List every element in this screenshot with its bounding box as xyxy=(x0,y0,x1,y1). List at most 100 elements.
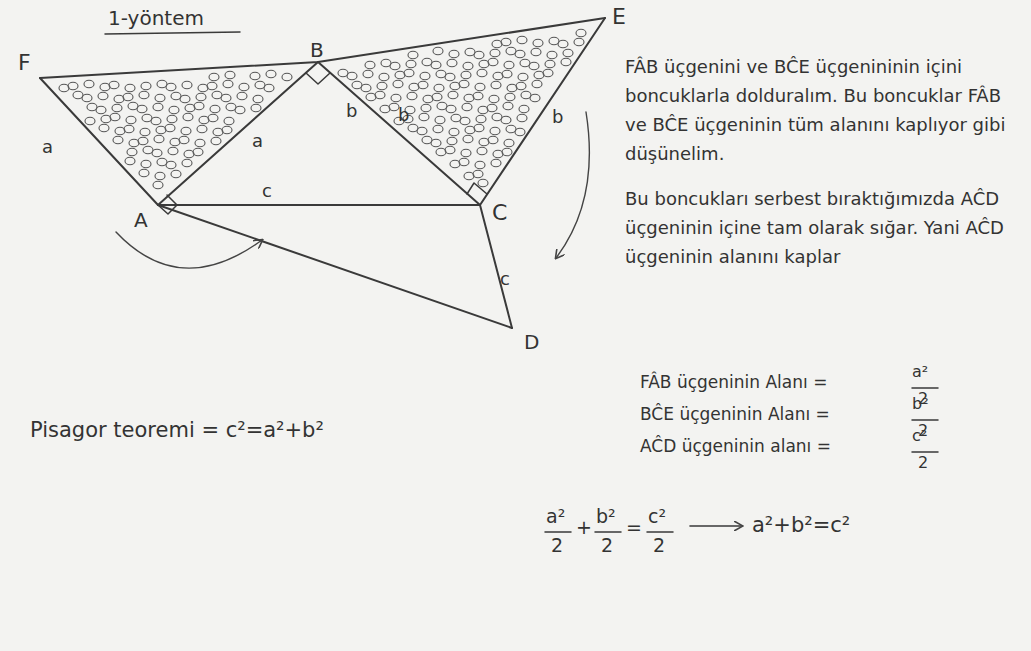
bead xyxy=(207,82,217,90)
bead xyxy=(199,116,209,124)
bead xyxy=(530,94,540,102)
bead xyxy=(478,106,488,114)
side-label: b xyxy=(398,104,409,126)
bead xyxy=(184,150,194,158)
side-fa xyxy=(40,78,158,205)
bead xyxy=(432,93,442,101)
bead xyxy=(547,51,557,59)
equation: a²+b²=c² xyxy=(752,513,850,538)
bead xyxy=(138,137,148,145)
bead xyxy=(489,95,499,103)
bead xyxy=(139,169,149,177)
bead xyxy=(436,148,446,156)
bead xyxy=(183,113,193,121)
bead xyxy=(516,82,526,90)
bead xyxy=(222,126,232,134)
bead xyxy=(361,84,371,92)
bead xyxy=(96,106,106,114)
bead xyxy=(109,81,119,89)
bead xyxy=(137,105,147,113)
fraction-numerator: b² xyxy=(912,394,929,413)
bead xyxy=(114,95,124,103)
bead xyxy=(85,117,95,125)
bead xyxy=(167,115,177,123)
side-label: c xyxy=(500,268,510,290)
right-angle-mark xyxy=(467,183,487,194)
side-label: c xyxy=(262,180,272,202)
bead xyxy=(126,116,136,124)
bead xyxy=(208,114,218,122)
bead xyxy=(563,49,573,57)
bead xyxy=(115,127,125,135)
bead xyxy=(519,105,529,113)
bead xyxy=(365,61,375,69)
title-underline xyxy=(105,32,240,34)
bead xyxy=(156,126,166,134)
fraction-denominator: 2 xyxy=(601,534,613,557)
fraction-numerator: a² xyxy=(912,362,928,381)
bead xyxy=(210,105,220,113)
bead xyxy=(517,36,527,44)
bead xyxy=(141,160,151,168)
bead xyxy=(460,117,470,125)
bead xyxy=(171,170,181,178)
bead xyxy=(435,116,445,124)
side-bc xyxy=(318,62,480,205)
bead xyxy=(129,139,139,147)
bead xyxy=(211,137,221,145)
bead xyxy=(493,72,503,80)
bead xyxy=(477,147,487,155)
bead xyxy=(491,81,501,89)
side-ad xyxy=(158,205,512,328)
bead xyxy=(490,49,500,57)
bead xyxy=(194,102,204,110)
bead xyxy=(533,39,543,47)
bead xyxy=(423,95,433,103)
bead xyxy=(182,81,192,89)
right-angle-mark xyxy=(306,73,330,84)
bead xyxy=(169,106,179,114)
fraction-denominator: 2 xyxy=(551,534,563,557)
bead xyxy=(545,60,555,68)
bead xyxy=(576,29,586,37)
bead xyxy=(389,103,399,111)
bead xyxy=(518,73,528,81)
bead xyxy=(529,62,539,70)
bead xyxy=(264,84,274,92)
side-ac xyxy=(158,204,480,206)
bead xyxy=(475,161,485,169)
bead xyxy=(155,94,165,102)
bead xyxy=(449,50,459,58)
bead xyxy=(449,128,459,136)
bead xyxy=(532,80,542,88)
bead xyxy=(488,136,498,144)
bead xyxy=(225,71,235,79)
bead xyxy=(380,105,390,113)
fraction-numerator: c² xyxy=(648,505,666,528)
bead xyxy=(465,126,475,134)
bead xyxy=(155,172,165,180)
vertex-label: B xyxy=(310,38,324,62)
bead xyxy=(501,38,511,46)
bead xyxy=(141,82,151,90)
fraction-numerator: a² xyxy=(546,505,565,528)
bead xyxy=(475,83,485,91)
bead xyxy=(195,139,205,147)
bead xyxy=(503,102,513,110)
bead xyxy=(98,92,108,100)
operator: = xyxy=(626,516,642,539)
bead xyxy=(479,138,489,146)
bead xyxy=(209,73,219,81)
bead xyxy=(197,125,207,133)
bead xyxy=(193,148,203,156)
bead xyxy=(463,135,473,143)
bead xyxy=(251,104,261,112)
bead xyxy=(488,58,498,66)
bead xyxy=(377,82,387,90)
fraction-numerator: c² xyxy=(912,426,927,445)
bead xyxy=(433,47,443,55)
bead xyxy=(100,83,110,91)
bead xyxy=(170,138,180,146)
fraction-denominator: 2 xyxy=(653,534,665,557)
bead xyxy=(391,94,401,102)
